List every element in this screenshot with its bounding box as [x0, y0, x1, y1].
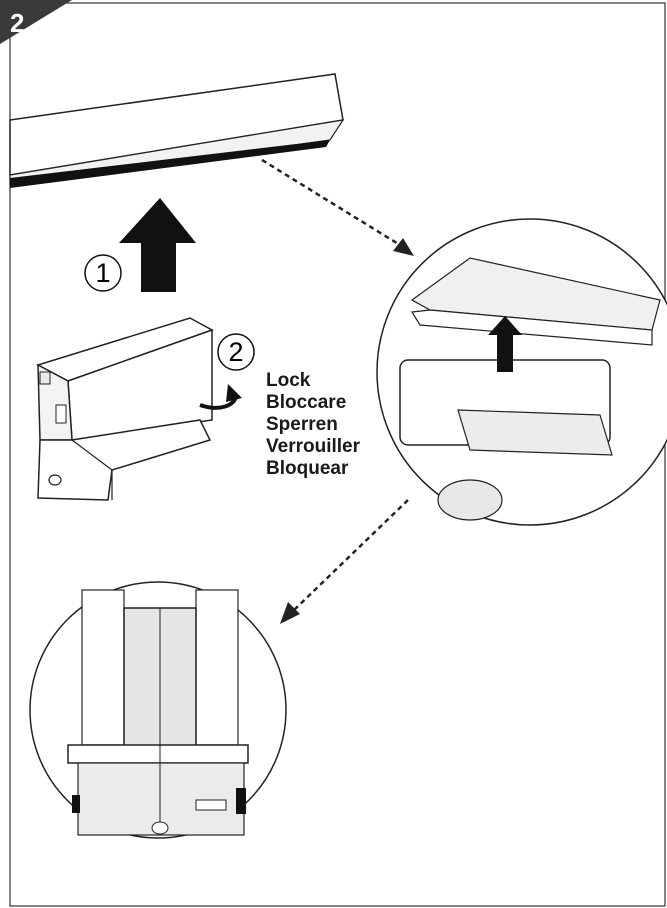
lock-instruction-labels: Lock Bloccare Sperren Verrouiller Bloque…: [266, 370, 360, 480]
callout-2-label: 2: [228, 337, 244, 367]
lock-label-de: Sperren: [266, 414, 338, 435]
callout-1-label: 1: [95, 258, 111, 288]
zoom-detail-rail-lock: [376, 218, 667, 526]
dashed-arrow-to-zoom-1: [261, 158, 414, 256]
lock-label-es: Bloquear: [266, 458, 349, 479]
step-badge: [0, 0, 72, 44]
zoom-detail-cross-section: [29, 581, 287, 839]
lock-label-en: Lock: [266, 370, 311, 391]
rotate-lock-arrowhead: [226, 384, 242, 402]
ceiling-track-rail: [9, 73, 345, 188]
lock-label-it: Bloccare: [266, 392, 347, 413]
callout-1-circle: [84, 254, 122, 292]
dashed-arrow-to-zoom-2: [280, 499, 409, 624]
callout-2-circle: [217, 333, 255, 371]
lock-label-fr: Verrouiller: [266, 436, 360, 457]
push-up-arrow: [119, 198, 196, 292]
track-adapter: [36, 317, 214, 501]
page-border: [9, 2, 666, 907]
step-number: 2: [10, 8, 25, 38]
